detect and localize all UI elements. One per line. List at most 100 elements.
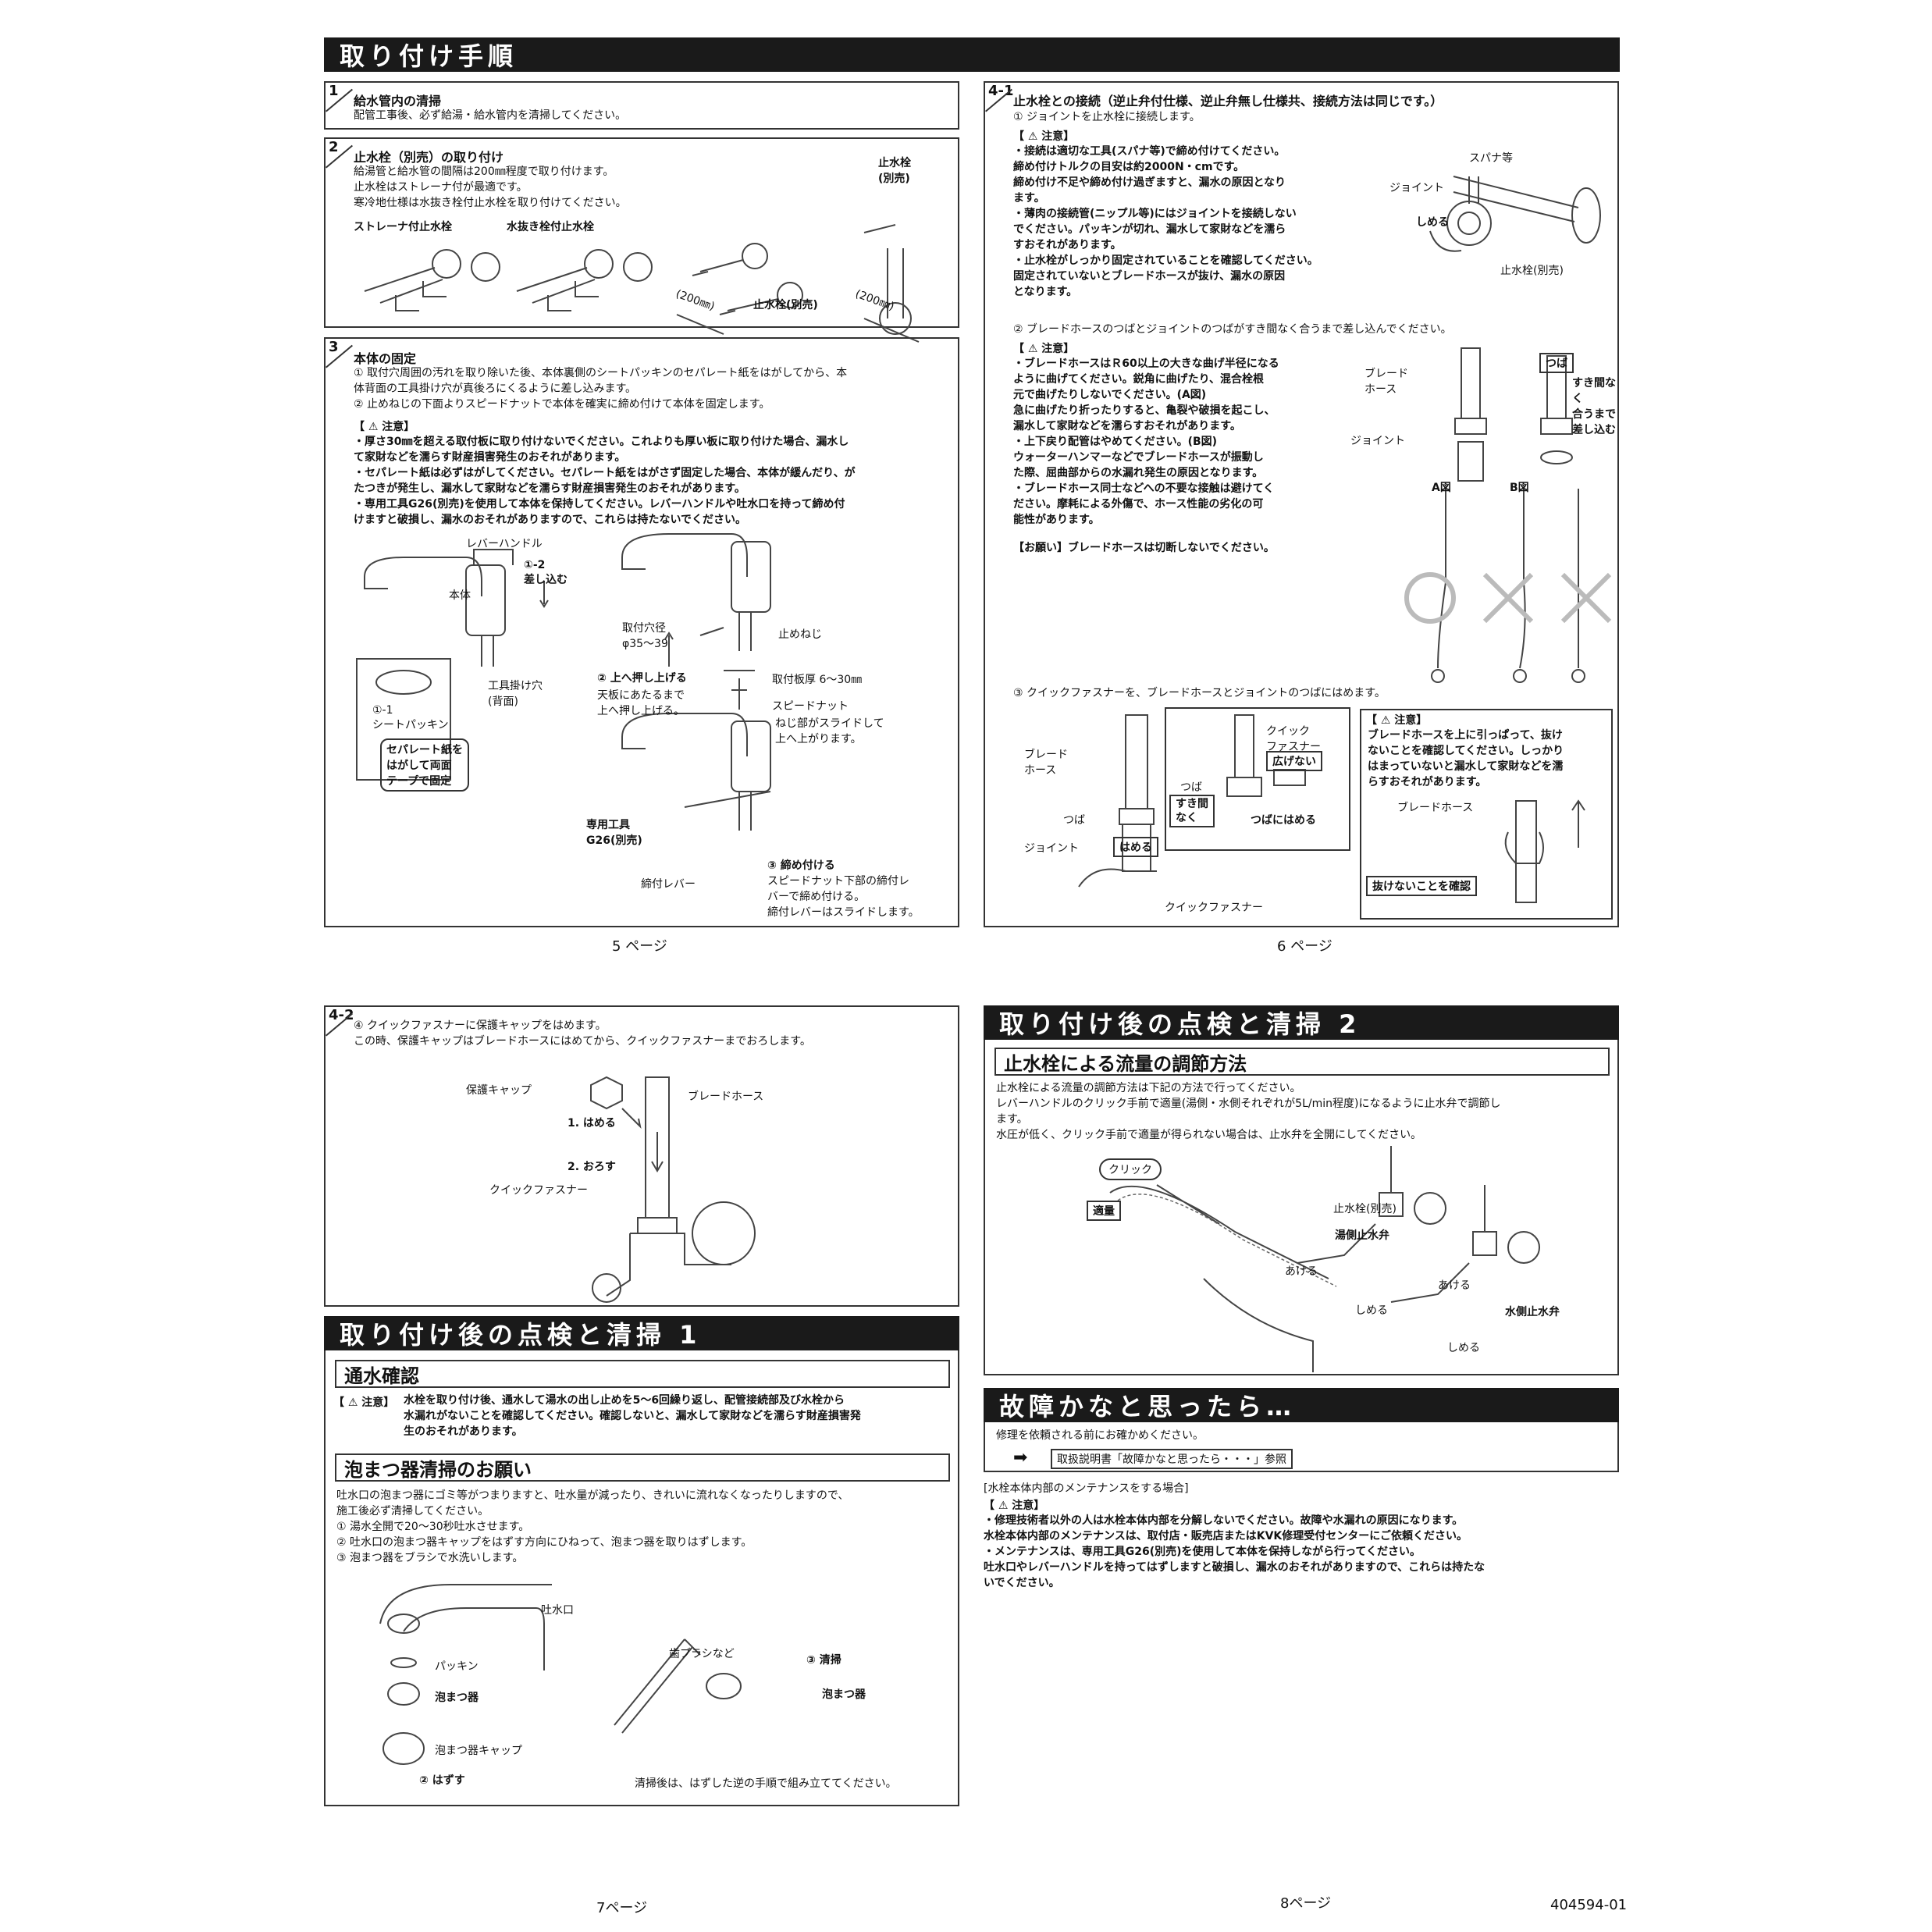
label-hole-diameter: 取付穴径 φ35～39 xyxy=(622,622,668,650)
page-number-7: 7ページ xyxy=(596,1900,648,1916)
label-plate-thickness: 取付板厚 6～30㎜ xyxy=(772,674,863,686)
label-confirm-not-pulled-out: 抜けないことを確認 xyxy=(1366,876,1477,896)
caution-heading-3: 【 ⚠ 注意】 xyxy=(1366,714,1428,727)
step-number: 1 xyxy=(326,83,355,112)
section-title: 故障かなと思ったら… xyxy=(999,1392,1297,1421)
label-remove: ② はずす xyxy=(419,1774,465,1787)
label-speed-nut: スピードナット xyxy=(772,700,849,713)
flow-adjust-text: 止水栓による流量の調節方法は下記の方法で行ってください。 レバーハンドルのクリッ… xyxy=(996,1082,1501,1141)
label-protective-cap: 保護キャップ xyxy=(466,1084,532,1097)
label-push-up: ② 上へ押し上げる xyxy=(597,672,687,685)
section-header-installation: 取り付け手順 xyxy=(324,37,1620,72)
page-number-5: 5 ページ xyxy=(612,938,667,955)
section-title: 取り付け後の点検と清掃 1 xyxy=(340,1320,702,1350)
step-number: 3 xyxy=(326,339,355,368)
substep-1: ① ジョイントを止水栓に接続します。 xyxy=(1013,111,1201,123)
label-no-gap: すき間 なく xyxy=(1169,795,1215,827)
maintenance-heading: [水栓本体内部のメンテナンスをする場合] xyxy=(984,1482,1189,1495)
label-quick-fastener: クイック ファスナー xyxy=(1266,725,1321,753)
label-open-2: あける xyxy=(1438,1279,1471,1292)
caution-text: ・厚さ30㎜を超える取付板に取り付けないでください。これよりも厚い板に取り付けた… xyxy=(354,436,856,526)
substep-3: ③ クイックファスナーを、ブレードホースとジョイントのつばにはめます。 xyxy=(1013,687,1386,699)
page-number-8: 8ページ xyxy=(1280,1895,1332,1912)
substep-2: ② ブレードホースのつばとジョイントのつばがすき間なく合うまで差し込んでください… xyxy=(1013,323,1452,336)
label-clean: ③ 清掃 xyxy=(806,1654,841,1667)
label-braided-hose: ブレード ホース xyxy=(1364,368,1408,396)
step-text: 配管工事後、必ず給湯・給水管内を清掃してください。 xyxy=(354,109,627,122)
label-flange-3b: つば xyxy=(1063,814,1085,827)
label-speed-nut-desc: ねじ部がスライドして 上へ上がります。 xyxy=(775,717,884,745)
braided-hose-illustration xyxy=(1404,347,1612,683)
water-test-caution-label: 【 ⚠ 注意】 xyxy=(333,1397,395,1409)
label-joint-3: ジョイント xyxy=(1024,842,1079,855)
label-proper-amount: 適量 xyxy=(1087,1201,1121,1221)
trouble-text: 修理を依頼される前にお確かめください。 xyxy=(996,1429,1204,1442)
label-open-1: あける xyxy=(1285,1265,1318,1278)
label-aerator: 泡まつ器 xyxy=(435,1692,479,1704)
flow-adjust-heading: 止水栓による流量の調節方法 xyxy=(994,1048,1610,1076)
label-stop-valve: 止水栓(別売) xyxy=(1333,1203,1397,1215)
aerator-cleaning-text: 吐水口の泡まつ器にゴミ等がつまりますと、吐水量が減ったり、きれいに流れなくなった… xyxy=(336,1489,849,1564)
label-do-not-spread: 広げない xyxy=(1266,751,1322,771)
label-valve-sold-separately: 止水栓(別売) xyxy=(753,299,818,311)
label-braided-hose: ブレードホース xyxy=(688,1091,764,1103)
label-tighten-desc: スピードナット下部の締付レ バーで締め付ける。 締付レバーはスライドします。 xyxy=(767,875,920,919)
inspection-1-box: 通水確認 【 ⚠ 注意】 水栓を取り付け後、通水して湯水の出し止めを5～6回繰り… xyxy=(324,1350,959,1806)
label-toothbrush: 歯ブラシなど xyxy=(669,1648,735,1660)
step-text: 給湯管と給水管の間隔は200㎜程度で取り付けます。 止水栓はストレーナ付が最適で… xyxy=(354,165,627,209)
label-valve-sold-separately-2: 止水栓 (別売) xyxy=(878,157,911,185)
step-title: 止水栓（別売）の取り付け xyxy=(354,150,504,165)
label-push-up-desc: 天板にあたるまで 上へ押し上げる。 xyxy=(597,689,685,717)
label-step-1-2: ①-2 差し込む xyxy=(524,559,568,586)
label-braided-hose-3: ブレード ホース xyxy=(1024,749,1068,777)
water-test-heading: 通水確認 xyxy=(335,1360,950,1388)
step-text: ④ クイックファスナーに保護キャップをはめます。 この時、保護キャップはブレード… xyxy=(354,1019,811,1048)
caution-text-2: ・ブレードホースはＲ60以上の大きな曲げ半径になる ように曲げてください。鋭角に… xyxy=(1013,358,1279,526)
page-number-6: 6 ページ xyxy=(1277,938,1332,955)
step-2-box: 2 止水栓（別売）の取り付け 給湯管と給水管の間隔は200㎜程度で取り付けます。… xyxy=(324,137,959,343)
label-insert-no-gap: すき間なく 合うまで 差し込む xyxy=(1572,377,1616,436)
label-spanner: スパナ等 xyxy=(1469,152,1513,165)
protective-cap-illustration xyxy=(590,1076,756,1303)
maintenance-caution-label: 【 ⚠ 注意】 xyxy=(984,1500,1045,1512)
trouble-box: 修理を依頼される前にお確かめください。 ➡ 取扱説明書「故障かなと思ったら・・・… xyxy=(984,1422,1619,1472)
label-aerator-2: 泡まつ器 xyxy=(822,1688,866,1701)
label-fit-on: 1. はめる xyxy=(568,1117,616,1130)
step-title: 止水栓との接続（逆止弁付仕様、逆止弁無し仕様共、接続方法は同じです。） xyxy=(1013,94,1443,109)
section-header-trouble: 故障かなと思ったら… xyxy=(984,1388,1619,1422)
label-quick-fastener: クイックファスナー xyxy=(489,1184,588,1197)
label-joint-2: ジョイント xyxy=(1350,435,1405,447)
aerator-illustration xyxy=(379,1584,742,1765)
label-spout: 吐水口 xyxy=(541,1604,574,1617)
request-text: 【お願い】ブレードホースは切断しないでください。 xyxy=(1013,542,1275,554)
label-tighten: ③ 締め付ける xyxy=(767,859,835,872)
caution-heading: 【 ⚠ 注意】 xyxy=(354,421,415,433)
label-body: 本体 xyxy=(449,589,471,602)
step-number: 2 xyxy=(326,139,355,169)
label-separate-paper: セパレート紙を はがして両面 テープで固定 xyxy=(380,738,469,792)
inspection-2-box: 止水栓による流量の調節方法 止水栓による流量の調節方法は下記の方法で行ってくださ… xyxy=(984,1040,1619,1375)
cleaning-note: 清掃後は、はずした逆の手順で組み立ててください。 xyxy=(635,1777,897,1790)
step-3-box: 3 本体の固定 ① 取付穴周囲の汚れを取り除いた後、本体裏側のシートパッキンのセ… xyxy=(324,337,959,927)
label-strainer-valve: ストレーナ付止水栓 xyxy=(354,221,452,233)
step-4-2-box: 4-2 ④ クイックファスナーに保護キャップをはめます。 この時、保護キャップは… xyxy=(324,1005,959,1307)
label-joint: ジョイント xyxy=(1389,182,1444,194)
section-title: 取り付け手順 xyxy=(340,41,518,71)
label-fit: はめる xyxy=(1113,837,1158,857)
valve-illustration xyxy=(364,224,920,343)
label-packing: パッキン xyxy=(435,1660,479,1673)
document-code: 404594-01 xyxy=(1550,1897,1628,1913)
label-tighten-lever: 締付レバー xyxy=(641,878,696,891)
caution-panel-3 xyxy=(1360,709,1613,920)
label-flange-3a: つば xyxy=(1180,781,1202,794)
label-stop-screw: 止めねじ xyxy=(778,628,822,641)
label-tool-hole: 工具掛け穴 (背面) xyxy=(488,680,543,708)
label-special-tool: 専用工具 G26(別売) xyxy=(586,819,642,847)
label-quick-fastener-2: クイックファスナー xyxy=(1165,902,1263,914)
label-valve: 止水栓(別売) xyxy=(1500,265,1564,277)
section-header-inspection-1: 取り付け後の点検と清掃 1 xyxy=(324,1316,959,1350)
label-cold-valve: 水側止水弁 xyxy=(1505,1306,1560,1318)
label-aerator-cap: 泡まつ器キャップ xyxy=(435,1745,522,1757)
section-header-inspection-2: 取り付け後の点検と清掃 2 xyxy=(984,1005,1619,1040)
step-1-box: 1 給水管内の清掃 配管工事後、必ず給湯・給水管内を清掃してください。 xyxy=(324,81,959,130)
